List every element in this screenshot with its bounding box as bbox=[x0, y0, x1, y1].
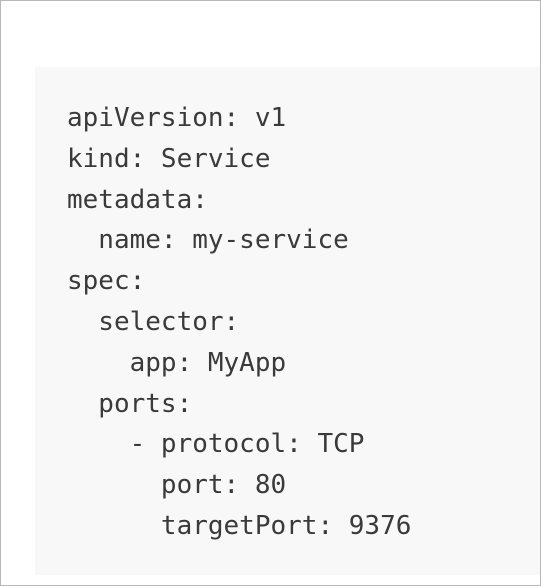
code-line-target-port: targetPort: 9376 bbox=[67, 510, 412, 541]
code-line-name: name: my-service bbox=[67, 225, 349, 256]
code-line-port: port: 80 bbox=[67, 470, 287, 501]
code-line-app: app: MyApp bbox=[67, 347, 287, 378]
yaml-code-block: apiVersion: v1 kind: Service metadata: nam… bbox=[67, 98, 411, 547]
code-line-protocol: - protocol: TCP bbox=[67, 429, 365, 460]
code-panel: apiVersion: v1 kind: Service metadata: nam… bbox=[35, 67, 540, 575]
code-line-ports: ports: bbox=[67, 388, 193, 419]
code-line-selector: selector: bbox=[67, 306, 240, 337]
code-line-metadata: metadata: bbox=[67, 184, 208, 215]
code-line-spec: spec: bbox=[67, 266, 146, 297]
code-line-api-version: apiVersion: v1 bbox=[67, 103, 287, 133]
code-line-kind: kind: Service bbox=[67, 143, 271, 174]
